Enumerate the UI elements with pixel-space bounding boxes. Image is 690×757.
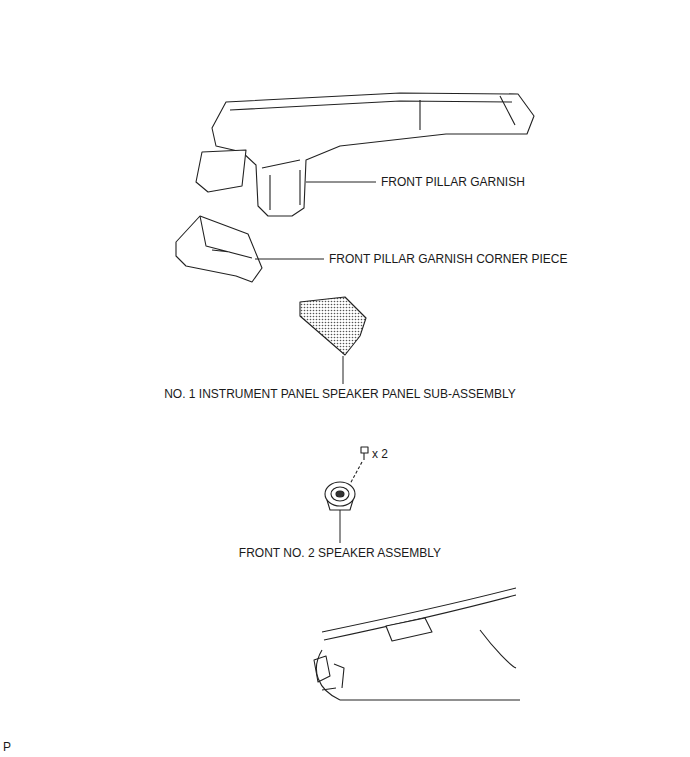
quantity-label: x 2: [372, 447, 388, 461]
part-label: FRONT PILLAR GARNISH: [381, 175, 525, 189]
part-label: FRONT NO. 2 SPEAKER ASSEMBLY: [239, 546, 441, 560]
pillar-garnish: [212, 93, 534, 216]
leader-line: [343, 356, 344, 384]
part-label: NO. 1 INSTRUMENT PANEL SPEAKER PANEL SUB…: [164, 387, 516, 401]
pillar-garnish-flap: [196, 150, 246, 192]
speaker-panel: [300, 297, 366, 355]
figure-code: P: [3, 740, 11, 754]
corner-piece: [176, 216, 262, 282]
speaker-opening: [386, 618, 432, 641]
leader-line: [255, 259, 324, 260]
leader-line: [340, 510, 341, 543]
part-label: FRONT PILLAR GARNISH CORNER PIECE: [329, 252, 568, 266]
screw: [361, 447, 368, 460]
speaker: [325, 482, 355, 506]
instrument-panel: [316, 588, 520, 700]
leader-line: [306, 182, 376, 183]
